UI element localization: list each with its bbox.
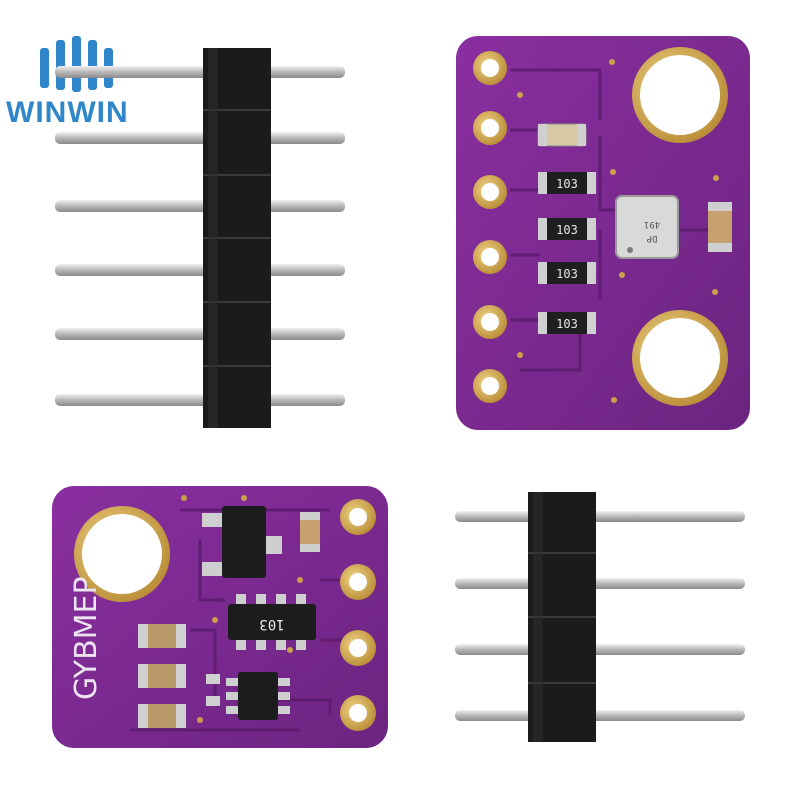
- mosfet-chip: [238, 672, 278, 720]
- svg-text:DP: DP: [646, 233, 657, 243]
- pressure-sensor-chip: 491 DP: [615, 195, 679, 259]
- svg-text:103: 103: [556, 223, 578, 237]
- svg-text:103: 103: [556, 317, 578, 331]
- pin-header-4: [455, 492, 745, 742]
- capacitors: [138, 624, 186, 728]
- sensor-board-front: 103 103 103 103 491 DP: [456, 36, 750, 430]
- solder-pads: [340, 499, 376, 731]
- header-pins: [55, 66, 345, 406]
- svg-text:103: 103: [259, 616, 284, 632]
- svg-text:103: 103: [556, 267, 578, 281]
- resistor: 103: [538, 312, 596, 334]
- resistor: 103: [538, 172, 596, 194]
- svg-text:103: 103: [556, 177, 578, 191]
- brand-logo-icon: [40, 36, 113, 92]
- voltage-regulator: [222, 506, 266, 578]
- resistor: 103: [538, 218, 596, 240]
- silkscreen-label: GYBMEP: [69, 576, 104, 700]
- svg-text:491: 491: [644, 219, 660, 229]
- resistor-network: 103: [228, 594, 316, 650]
- solder-pads: [473, 51, 507, 403]
- brand-logo-text: WINWIN: [6, 96, 129, 129]
- pin-header-6: [55, 48, 345, 428]
- sensor-board-back: GYBMEP 103: [52, 486, 388, 748]
- resistor: 103: [538, 262, 596, 284]
